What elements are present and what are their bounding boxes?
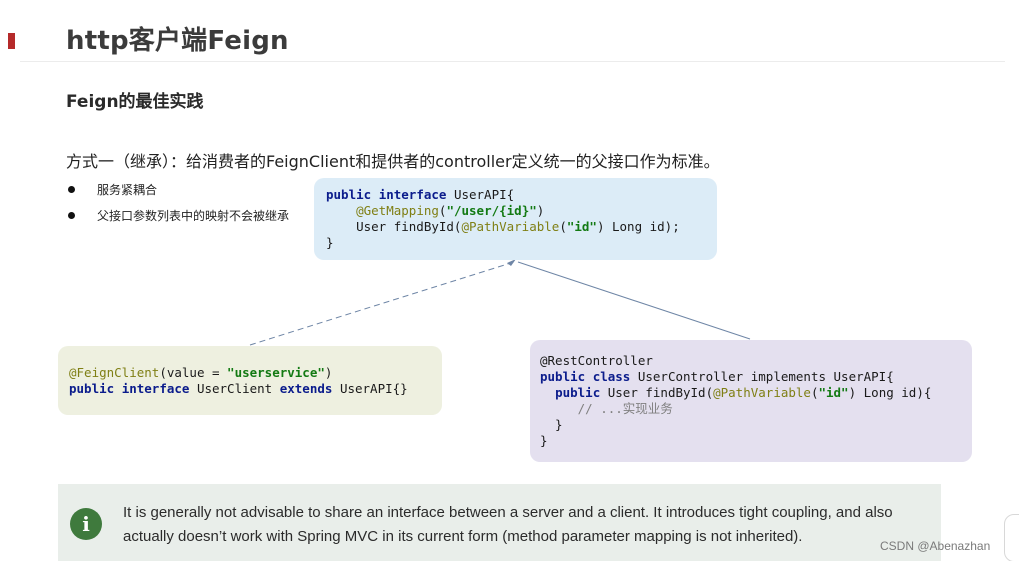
method-description: 方式一（继承）：给消费者的FeignClient和提供者的controller定…: [66, 152, 720, 171]
bullet-dot: [68, 212, 75, 219]
bullet-dot: [68, 186, 75, 193]
side-widget[interactable]: [1004, 514, 1019, 561]
watermark: CSDN @Abenazhan: [880, 539, 991, 553]
page-title: http客户端Feign: [66, 26, 289, 56]
code-block-user-client: @FeignClient(value = "userservice") publ…: [58, 346, 442, 415]
accent-bar: [8, 33, 15, 49]
code-block-user-api: public interface UserAPI{ @GetMapping("/…: [314, 178, 717, 260]
title-divider: [20, 61, 1005, 62]
implements-arrow-controller: [517, 261, 751, 340]
bullet-item: 服务紧耦合: [66, 181, 157, 198]
bullet-text: 父接口参数列表中的映射不会被继承: [97, 209, 290, 223]
implements-arrow-client: [249, 261, 515, 346]
info-note-text: It is generally not advisable to share a…: [123, 504, 893, 545]
arrow-head: [507, 259, 516, 266]
code-block-user-controller: @RestController public class UserControl…: [530, 340, 972, 462]
section-title: Feign的最佳实践: [66, 92, 204, 112]
bullet-text: 服务紧耦合: [97, 183, 158, 197]
info-note: i It is generally not advisable to share…: [58, 484, 941, 561]
info-icon: i: [70, 508, 102, 540]
bullet-item: 父接口参数列表中的映射不会被继承: [66, 207, 289, 224]
